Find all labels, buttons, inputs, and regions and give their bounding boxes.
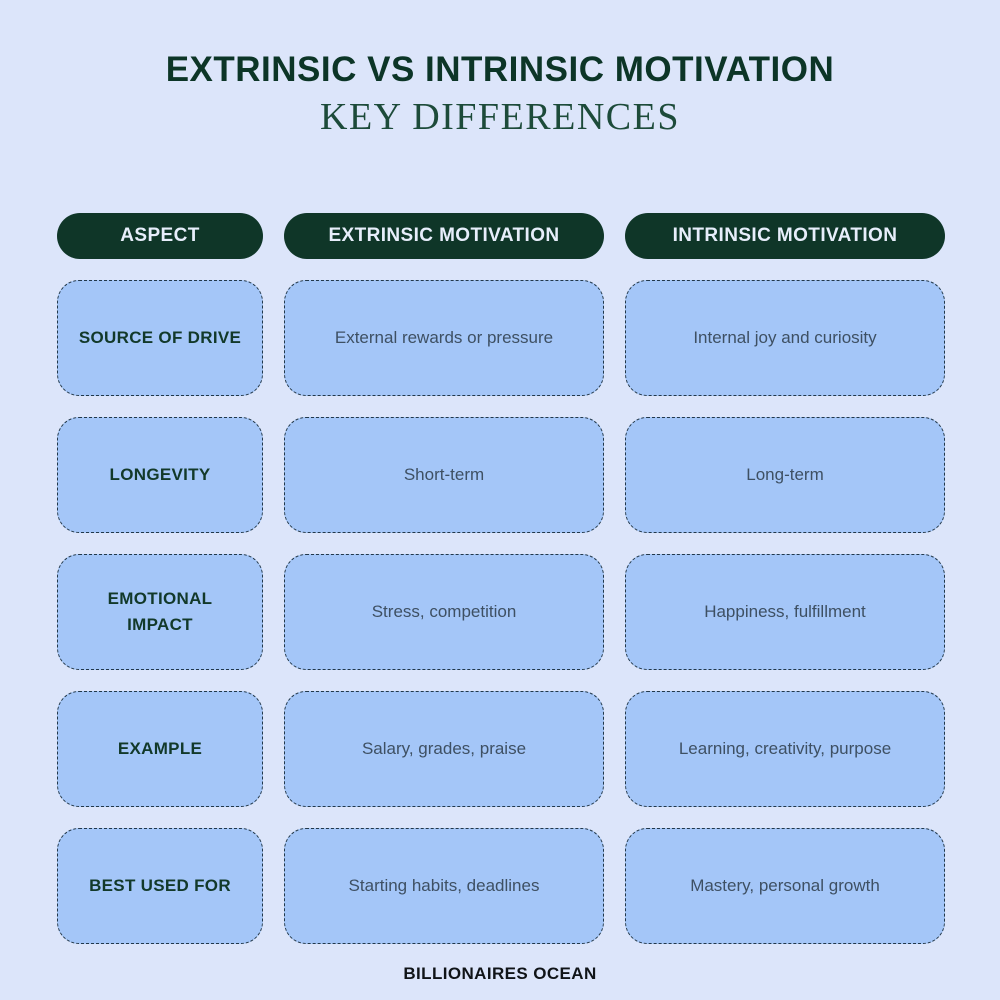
extrinsic-cell-emotional-impact: Stress, competition [284, 554, 604, 670]
column-header-extrinsic: EXTRINSIC MOTIVATION [284, 213, 604, 259]
aspect-cell-example: EXAMPLE [57, 691, 263, 807]
intrinsic-cell-best-used-for: Mastery, personal growth [625, 828, 945, 944]
column-header-label: INTRINSIC MOTIVATION [672, 225, 898, 246]
extrinsic-cell-best-used-for: Starting habits, deadlines [284, 828, 604, 944]
extrinsic-cell-longevity: Short-term [284, 417, 604, 533]
aspect-cell-best-used-for: BEST USED FOR [57, 828, 263, 944]
brand-footer: BILLIONAIRES OCEAN [403, 964, 597, 983]
extrinsic-cell-source-of-drive: External rewards or pressure [284, 280, 604, 396]
aspect-cell-longevity: LONGEVITY [57, 417, 263, 533]
column-header-aspect: ASPECT [57, 213, 263, 259]
extrinsic-cell-example: Salary, grades, praise [284, 691, 604, 807]
aspect-cell-emotional-impact: EMOTIONAL IMPACT [57, 554, 263, 670]
page-header: EXTRINSIC VS INTRINSIC MOTIVATION KEY DI… [0, 52, 1000, 136]
page-title: EXTRINSIC VS INTRINSIC MOTIVATION [165, 50, 835, 89]
intrinsic-cell-emotional-impact: Happiness, fulfillment [625, 554, 945, 670]
column-header-label: ASPECT [120, 225, 200, 246]
intrinsic-cell-longevity: Long-term [625, 417, 945, 533]
page-subtitle: KEY DIFFERENCES [320, 96, 680, 138]
column-header-label: EXTRINSIC MOTIVATION [328, 225, 560, 246]
aspect-cell-source-of-drive: SOURCE OF DRIVE [57, 280, 263, 396]
comparison-table: ASPECT EXTRINSIC MOTIVATION INTRINSIC MO… [57, 213, 945, 944]
intrinsic-cell-source-of-drive: Internal joy and curiosity [625, 280, 945, 396]
column-header-intrinsic: INTRINSIC MOTIVATION [625, 213, 945, 259]
intrinsic-cell-example: Learning, creativity, purpose [625, 691, 945, 807]
